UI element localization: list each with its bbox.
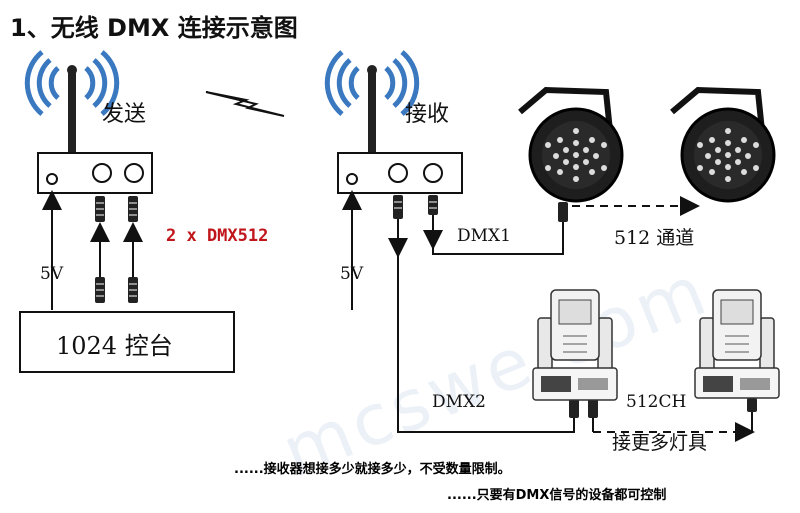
dmx1-label: DMX1 (457, 226, 511, 246)
receiver-box (337, 152, 463, 194)
transmitter-antenna-icon (67, 65, 77, 154)
par-chain-label: 512 通道 (614, 227, 695, 249)
right-power-label: 5V (340, 264, 364, 284)
transmitter-cable-1 (90, 196, 110, 303)
receiver-cable-dmx2 (388, 195, 408, 258)
transmitter-label: 发送 (102, 102, 147, 127)
par-light-2-icon (670, 86, 776, 203)
console-label: 1024 控台 (56, 332, 173, 360)
moving-head-1-icon (532, 289, 618, 401)
moving-output-connector (588, 398, 598, 418)
left-power-label: 5V (40, 264, 64, 284)
dmx2-line (397, 255, 575, 433)
lightning-bolt-icon (205, 91, 285, 117)
dmx1-line (432, 222, 564, 255)
universe-count-label: 2 x DMX512 (166, 226, 269, 246)
moving2-input-connector (747, 398, 757, 412)
transmitter-cable-2 (123, 196, 143, 303)
transmitter-wifi-icon (24, 50, 120, 116)
par-light-1-icon (518, 86, 624, 203)
moving-head-2-icon (694, 289, 780, 399)
receiver-label: 接收 (405, 102, 450, 127)
moving-ch-label: 512CH (626, 392, 687, 412)
note-line-1: ......接收器想接多少就接多少，不受数量限制。 (234, 462, 511, 477)
receiver-cable-dmx1 (423, 195, 443, 250)
receiver-wifi-icon (324, 50, 420, 116)
note-line-2: ......只要有DMX信号的设备都可控制 (447, 488, 667, 503)
more-fixtures-label: 接更多灯具 (612, 432, 708, 454)
console-box (19, 311, 235, 373)
transmitter-box (37, 152, 153, 194)
page-title: 1、无线 DMX 连接示意图 (10, 14, 298, 42)
moving-input-connector (569, 398, 579, 418)
dmx2-label: DMX2 (432, 392, 486, 412)
receiver-antenna-icon (367, 65, 377, 154)
par-input-connector (558, 202, 568, 222)
